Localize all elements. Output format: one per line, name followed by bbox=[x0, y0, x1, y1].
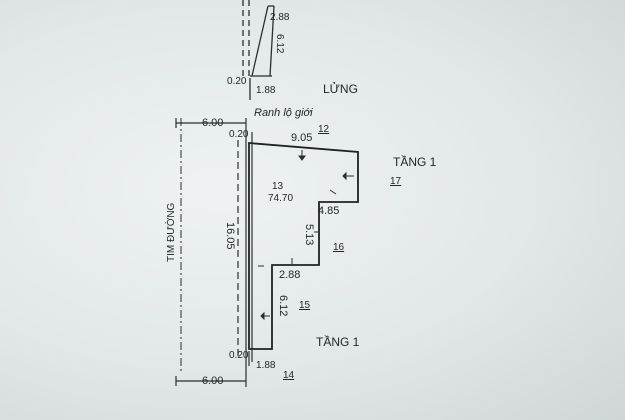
parcel-14-label: 14 bbox=[283, 370, 295, 381]
mezzanine-outline bbox=[242, 0, 275, 100]
house-plot-outline bbox=[248, 142, 359, 350]
mezzanine-floor-label: LỬNG bbox=[323, 81, 358, 96]
top-width-label: 2.88 bbox=[270, 12, 290, 23]
dim-16-05-label: 16.05 bbox=[224, 222, 236, 250]
dim-2-88-label: 2.88 bbox=[279, 269, 300, 281]
top-side-label: 1.88 bbox=[256, 85, 276, 96]
dim-9-05-label: 9.05 bbox=[291, 132, 312, 144]
dim-6-12-label: 6.12 bbox=[277, 295, 289, 316]
dim-4-85-label: 4.85 bbox=[318, 205, 339, 217]
road-width-bracket bbox=[175, 118, 247, 387]
floor1-lower-label: TẦNG 1 bbox=[316, 334, 360, 349]
road-width-top-label: 6.00 bbox=[202, 117, 223, 129]
area-label: 74.70 bbox=[268, 193, 293, 204]
parcel-16-label: 16 bbox=[333, 242, 345, 253]
parcel-12-label: 12 bbox=[318, 124, 330, 135]
edge-arrows bbox=[258, 150, 354, 321]
dim-5-13-label: 5.13 bbox=[303, 224, 315, 245]
top-depth-label: 6.12 bbox=[274, 34, 285, 54]
parcel-main-label: 13 bbox=[272, 181, 284, 192]
road-center-label: TIM ĐƯỜNG bbox=[164, 202, 177, 262]
road-width-bottom-label: 6.00 bbox=[202, 375, 223, 387]
parcel-15-label: 15 bbox=[299, 300, 311, 311]
lot-boundary-lines bbox=[237, 132, 253, 362]
setback-bottom-label: 0.20 bbox=[229, 350, 249, 361]
parcel-17-label: 17 bbox=[390, 176, 402, 187]
top-setback-label: 0.20 bbox=[227, 76, 247, 87]
lot-boundary-label: Ranh lộ giới bbox=[254, 107, 313, 119]
floor1-upper-label: TẦNG 1 bbox=[393, 154, 437, 169]
dim-1-88-label: 1.88 bbox=[256, 360, 276, 371]
setback-top-label: 0.20 bbox=[229, 129, 249, 140]
